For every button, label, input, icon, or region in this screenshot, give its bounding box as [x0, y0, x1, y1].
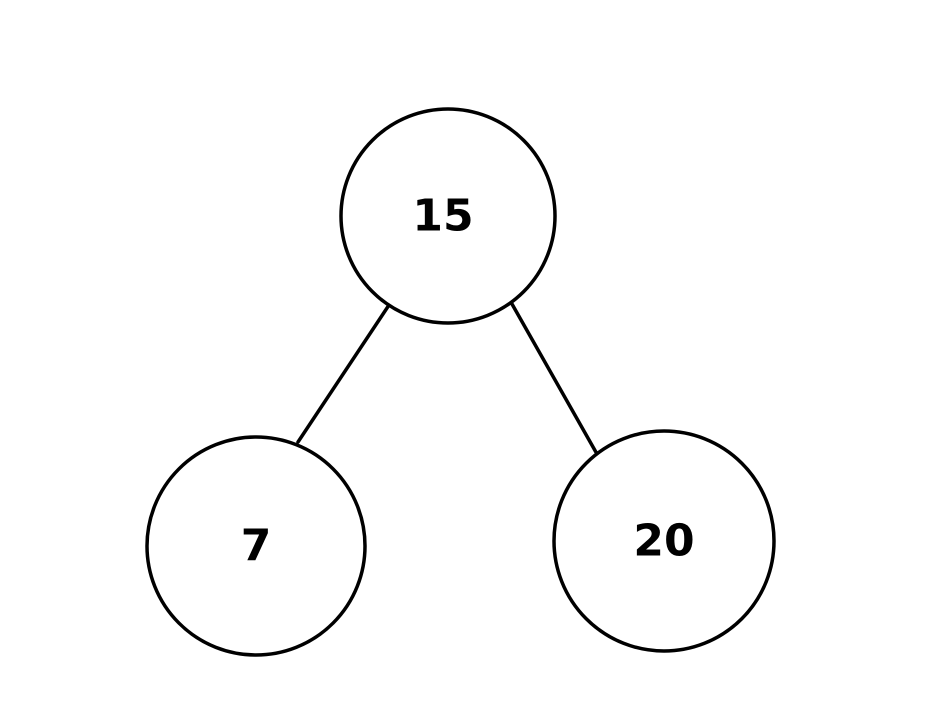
node-circle-left	[145, 435, 367, 657]
node-label-right: 20	[633, 516, 694, 567]
tree-node-root: 15	[339, 107, 557, 325]
tree-node-left: 7	[145, 435, 367, 657]
tree-node-right: 20	[552, 429, 776, 653]
tree-edges	[296, 302, 599, 456]
edge-root-to-right	[510, 302, 599, 456]
node-label-left: 7	[241, 521, 272, 572]
node-circle-right	[552, 429, 776, 653]
node-circle-root	[339, 107, 557, 325]
node-label-root: 15	[412, 191, 473, 242]
edge-root-to-left	[296, 303, 391, 444]
